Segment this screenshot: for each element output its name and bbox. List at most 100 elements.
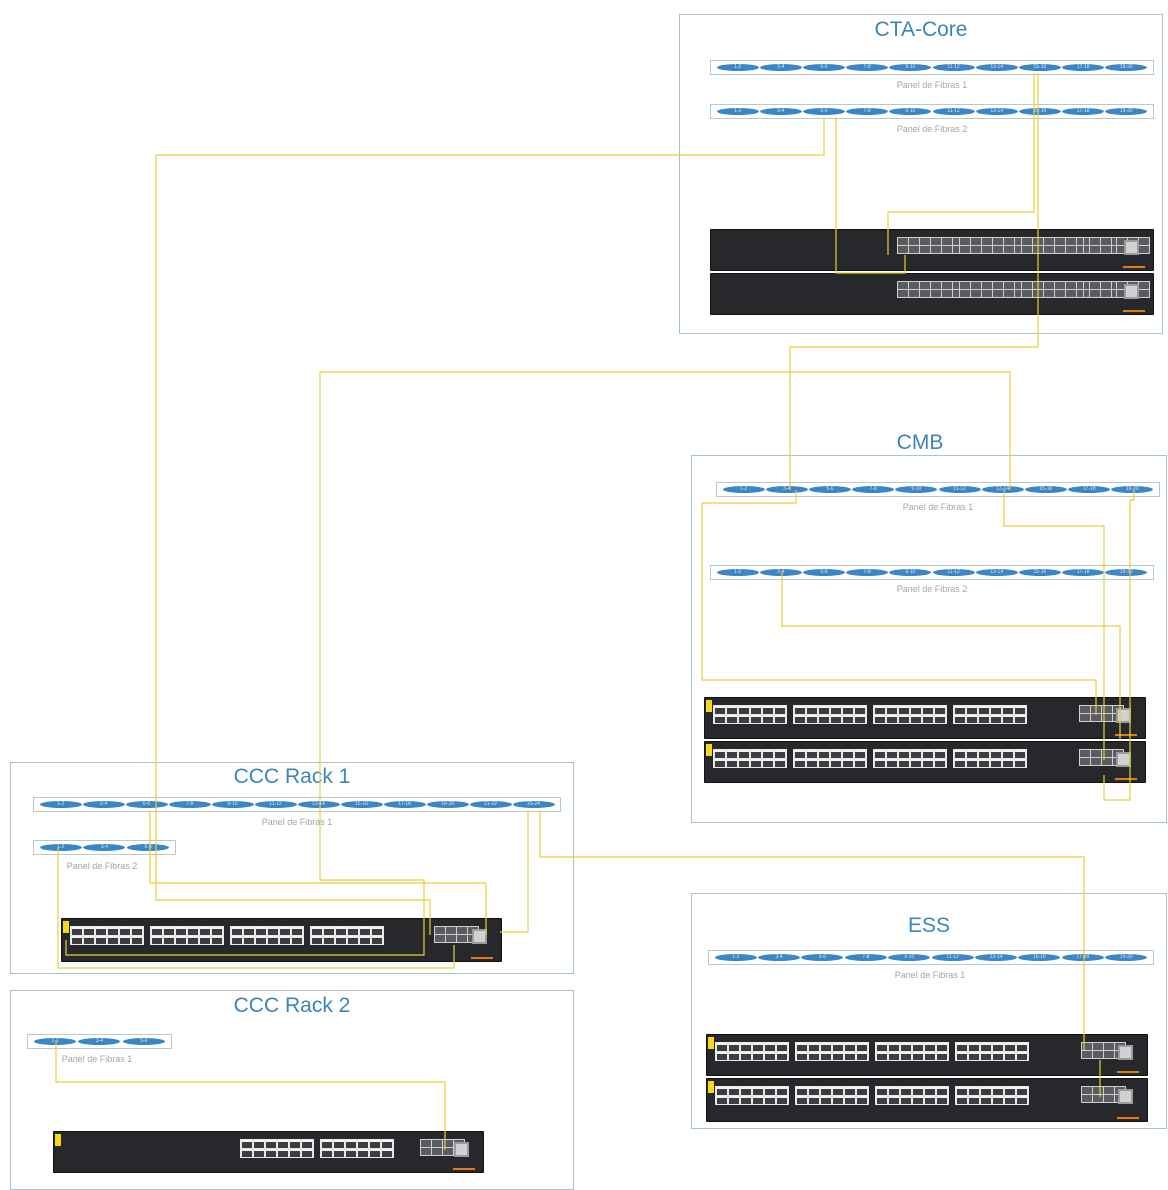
fiber-port: 15-16 [1024,486,1067,493]
fiber-port: 1-2 [716,108,759,115]
fiber-port: 9-10 [888,954,931,961]
fiber-port: 9-10 [889,569,932,576]
ess-switch-2 [706,1078,1148,1122]
sfp-port-block [897,281,964,298]
rj45-port-block [713,749,1027,768]
fiber-port: 17-18 [1062,64,1105,71]
ess-switch-1 [706,1034,1148,1076]
cmb-switch-2 [704,741,1146,783]
fiber-port: 1-2 [716,569,759,576]
fiber-port: 15-16 [1018,569,1061,576]
fiber-port: 3-4 [78,1038,121,1045]
status-led-bar [453,1168,475,1170]
ccc2-switch [53,1131,484,1173]
fiber-port: 13-14 [297,801,340,808]
fiber-panel-label: Panel de Fibras 1 [61,1054,133,1064]
fiber-port: 7-8 [846,108,889,115]
fiber-port: 13-14 [981,486,1024,493]
vendor-logo-mark [63,921,69,933]
fiber-port: 9-10 [889,64,932,71]
fiber-port: 11-12 [932,569,975,576]
fiber-panel-label: Panel de Fibras 1 [896,80,968,90]
sfp-port-block [1089,237,1112,254]
fiber-port: 7-8 [846,569,889,576]
fiber-port: 7-8 [846,64,889,71]
fiber-port: 11-12 [932,108,975,115]
fiber-port: 13-14 [975,64,1018,71]
fiber-port: 11-12 [932,64,975,71]
fiber-panel-label: Panel de Fibras 2 [896,584,968,594]
mgmt-port-icon [1116,708,1131,723]
fiber-port: 3-4 [758,954,801,961]
fiber-port: 11-12 [931,954,974,961]
rack-title: ESS [907,914,951,937]
mgmt-port-icon [1124,240,1139,255]
fiber-port: 17-18 [1068,486,1111,493]
status-led-bar [471,957,493,959]
status-led-bar [1117,1071,1139,1073]
mgmt-port-icon [454,1142,469,1157]
mgmt-port-icon [1124,284,1139,299]
fiber-port: 3-4 [759,569,802,576]
rj45-port-block [713,705,1027,724]
fiber-port: 15-16 [1018,64,1061,71]
fiber-port: 9-10 [895,486,938,493]
fiber-port: 13-14 [975,569,1018,576]
fiber-port: 7-8 [168,801,211,808]
rj45-port-block [240,1139,394,1158]
fiber-port: 5-6 [122,1038,165,1045]
fiber-port: 1-2 [722,486,765,493]
fiber-port: 3-4 [759,108,802,115]
sfp-port-block [959,281,1026,298]
fiber-port: 9-10 [889,108,932,115]
fiber-port: 9-10 [211,801,254,808]
rack-title: CMB [896,431,944,454]
sfp-port-block [1021,237,1088,254]
fiber-port: 21-22 [469,801,512,808]
fiber-port: 19-20 [1111,486,1154,493]
vendor-logo-mark [706,744,712,756]
fiber-port: 3-4 [759,64,802,71]
vendor-logo-mark [55,1134,61,1146]
rack-title: CCC Rack 1 [233,765,351,788]
core-switch-1 [710,229,1154,271]
fiber-port: 5-6 [801,954,844,961]
status-led-bar [1115,778,1137,780]
fiber-port: 1-2 [716,64,759,71]
fiber-panel-label: Panel de Fibras 1 [894,970,966,980]
fiber-port: 5-6 [125,801,168,808]
fiber-panel-label: Panel de Fibras 1 [261,817,333,827]
fiber-port: 5-6 [808,486,851,493]
fiber-port: 19-20 [1105,64,1148,71]
vendor-logo-mark [708,1037,714,1049]
fiber-port: 7-8 [852,486,895,493]
status-led-bar [1123,266,1145,268]
sfp-port-block [1089,281,1112,298]
vendor-logo-mark [706,700,712,712]
mgmt-port-icon [1118,1089,1133,1104]
fiber-port: 15-16 [1018,954,1061,961]
rj45-port-block [70,926,384,945]
mgmt-port-icon [1118,1045,1133,1060]
fiber-panel-label: Panel de Fibras 2 [896,124,968,134]
fiber-port: 5-6 [127,844,170,851]
rj45-port-block [715,1086,1029,1105]
rj45-port-block [715,1042,1029,1061]
fiber-port: 1-2 [39,801,82,808]
fiber-port: 17-18 [1062,108,1105,115]
sfp-port-block [1021,281,1088,298]
fiber-port: 17-18 [383,801,426,808]
fiber-port: 15-16 [1018,108,1061,115]
fiber-port: 1-2 [34,1038,77,1045]
fiber-port: 11-12 [938,486,981,493]
fiber-port: 17-18 [1061,954,1104,961]
fiber-port: 19-20 [1105,569,1148,576]
fiber-port: 19-20 [426,801,469,808]
fiber-panel-label: Panel de Fibras 1 [902,502,974,512]
